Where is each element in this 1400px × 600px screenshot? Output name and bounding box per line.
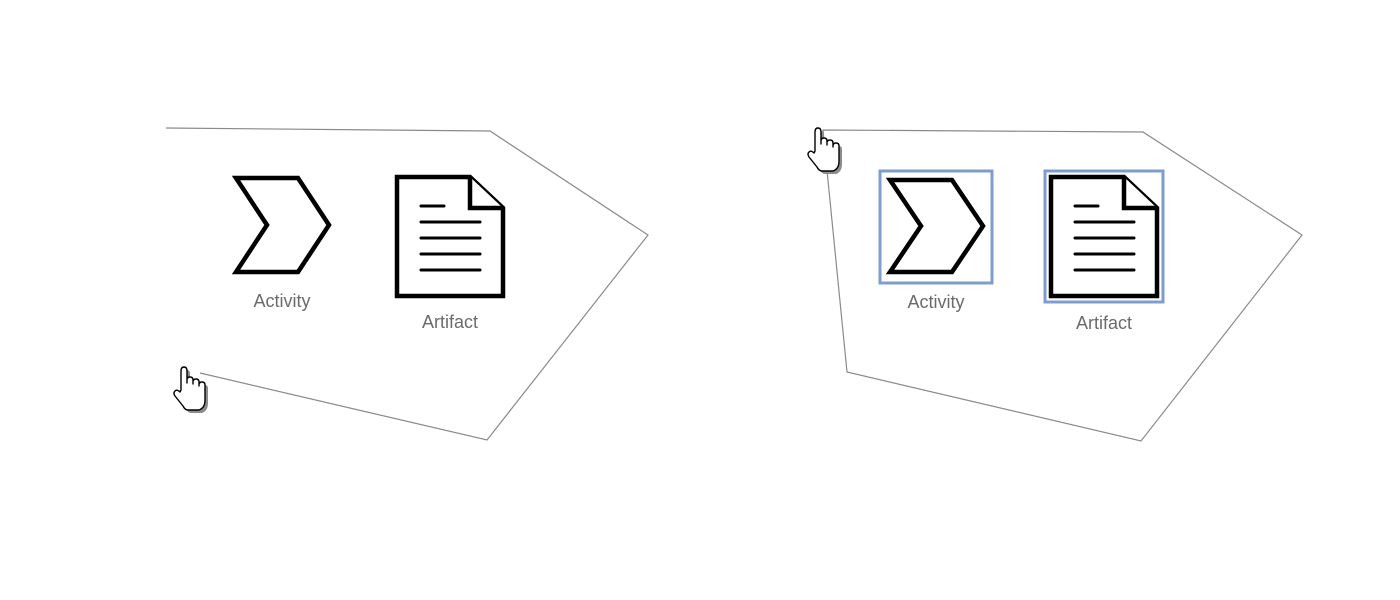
artifact-node[interactable]: Artifact [1043,169,1165,333]
artifact-label: Artifact [422,312,478,332]
document-icon [394,174,506,299]
panel-right: Activity Artifact [807,127,1303,442]
activity-label: Activity [907,292,964,312]
artifact-label: Artifact [1076,313,1132,333]
artifact-node[interactable]: Artifact [394,174,506,332]
activity-label: Activity [253,291,310,311]
panel-left: Activity Artifact [165,127,649,441]
chevron-icon [885,177,986,275]
lasso-path [822,129,1303,442]
lasso-path [165,127,649,441]
selection-outline [1043,169,1165,304]
hand-pointer-icon [807,127,842,174]
activity-node[interactable]: Activity [878,169,994,312]
selection-outline [878,169,994,285]
activity-node[interactable]: Activity [231,175,332,311]
chevron-icon [231,175,332,275]
document-icon [1048,174,1160,299]
